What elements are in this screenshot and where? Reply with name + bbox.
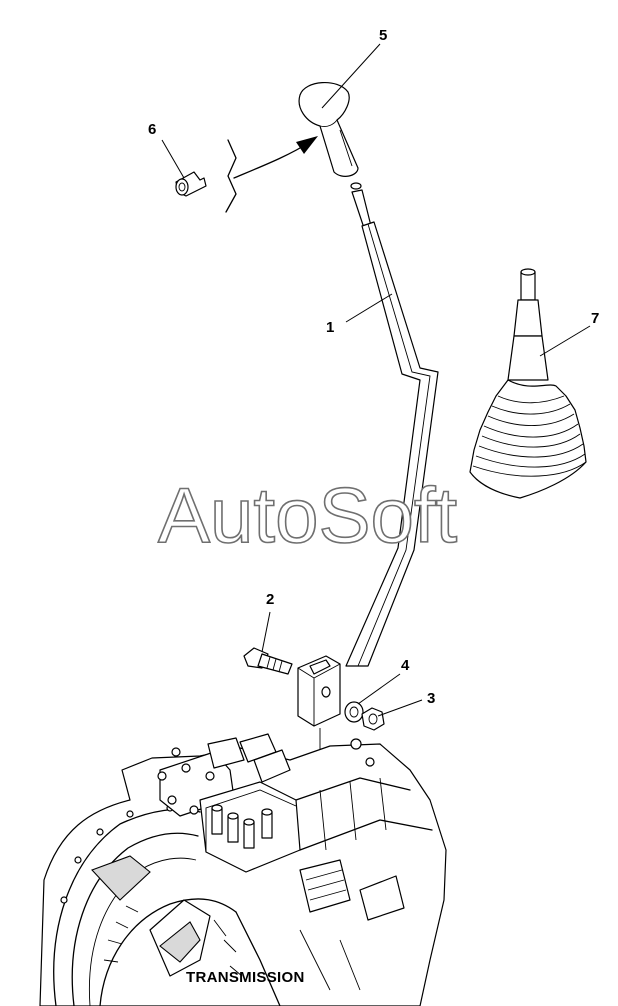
leader-7 bbox=[539, 325, 591, 357]
lever-base-block-icon bbox=[297, 655, 341, 727]
callout-6: 6 bbox=[148, 121, 156, 138]
shift-knob-icon bbox=[298, 81, 362, 190]
rubber-boot-icon bbox=[469, 268, 587, 499]
arrow-head-icon bbox=[296, 136, 318, 154]
leader-6 bbox=[161, 139, 185, 179]
insertion-arrow bbox=[233, 141, 311, 179]
callout-4: 4 bbox=[401, 657, 410, 674]
leader-2 bbox=[261, 611, 271, 653]
gear-lever-icon bbox=[345, 189, 439, 667]
plug-icon bbox=[175, 171, 207, 197]
watermark: AutoSoft bbox=[158, 471, 458, 559]
bolt-icon bbox=[243, 647, 293, 675]
callout-3: 3 bbox=[427, 690, 435, 707]
bracket-line bbox=[225, 139, 237, 213]
nut-icon bbox=[361, 707, 385, 731]
leader-4 bbox=[357, 673, 401, 705]
callout-7: 7 bbox=[591, 310, 599, 327]
washer-icon bbox=[344, 701, 364, 723]
leader-3 bbox=[377, 699, 423, 717]
callout-5: 5 bbox=[379, 27, 387, 44]
transmission-housing-icon bbox=[39, 733, 447, 1006]
callout-2: 2 bbox=[266, 591, 274, 608]
leader-1 bbox=[345, 293, 393, 323]
callout-1: 1 bbox=[326, 319, 334, 336]
leader-5 bbox=[321, 43, 381, 109]
diagram-caption: TRANSMISSION bbox=[186, 969, 305, 986]
